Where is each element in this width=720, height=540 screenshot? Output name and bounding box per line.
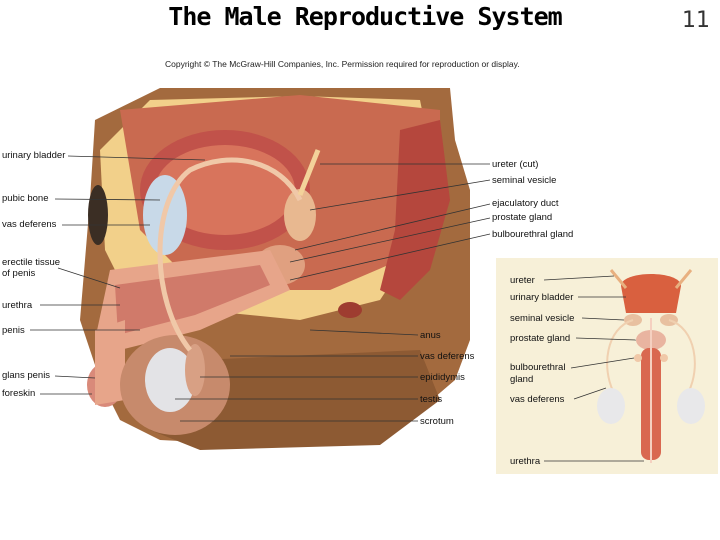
seminal-vesicle bbox=[284, 189, 316, 241]
inset-label-bulbourethral-2: gland bbox=[510, 374, 534, 385]
label-ejaculatory-duct: ejaculatory duct bbox=[492, 198, 559, 209]
label-penis: penis bbox=[2, 325, 25, 336]
erectile-tissue bbox=[115, 265, 270, 335]
inset-ureter-right bbox=[674, 269, 693, 289]
ureter-tube bbox=[297, 149, 321, 196]
label-urethra-left: urethra bbox=[2, 300, 33, 311]
testis bbox=[145, 348, 195, 412]
inset-label-prostate-gland: prostate gland bbox=[510, 333, 571, 344]
label-ureter: ureter (cut) bbox=[492, 159, 539, 170]
inset-label-bulbourethral-1: bulbourethral bbox=[510, 362, 566, 373]
inset-bulbourethral-right bbox=[660, 354, 668, 362]
right-leader-lines bbox=[175, 163, 491, 422]
page-number: 11 bbox=[682, 8, 710, 33]
inset-vas-left bbox=[606, 319, 634, 394]
inset-label-urinary-bladder: urinary bladder bbox=[510, 292, 574, 303]
epididymis bbox=[185, 344, 205, 396]
label-foreskin: foreskin bbox=[2, 388, 36, 399]
label-urinary-bladder: urinary bladder bbox=[2, 150, 66, 161]
label-testis: testis bbox=[420, 394, 443, 405]
label-epididymis: epididymis bbox=[420, 372, 465, 383]
label-anus: anus bbox=[420, 330, 441, 341]
label-pubic-bone: pubic bone bbox=[2, 193, 49, 204]
label-glans-penis: glans penis bbox=[2, 370, 51, 381]
label-prostate-gland: prostate gland bbox=[492, 212, 553, 223]
label-scrotum: scrotum bbox=[420, 416, 454, 427]
anus bbox=[338, 302, 362, 318]
inset-label-seminal-vesicle: seminal vesicle bbox=[510, 313, 575, 324]
left-leader-lines bbox=[30, 155, 206, 395]
label-bulbourethral-gland: bulbourethral gland bbox=[492, 229, 574, 240]
inset-bladder bbox=[621, 274, 681, 313]
pubic-hair bbox=[88, 185, 108, 245]
inset-frontal-view: ureter urinary bladder seminal vesicle p… bbox=[496, 258, 718, 474]
copyright-notice: Copyright © The McGraw-Hill Companies, I… bbox=[165, 59, 520, 69]
label-erectile-tissue-2: of penis bbox=[2, 268, 36, 279]
inset-vas-right bbox=[668, 319, 696, 394]
inset-label-ureter: ureter bbox=[510, 275, 535, 286]
inset-label-vas-deferens: vas deferens bbox=[510, 394, 565, 405]
label-vas-deferens-left: vas deferens bbox=[2, 219, 57, 230]
label-vas-deferens-right: vas deferens bbox=[420, 351, 475, 362]
inset-illustration bbox=[543, 269, 705, 463]
inset-testis-left bbox=[597, 388, 625, 424]
vas-deferens-tube bbox=[157, 157, 303, 352]
inset-bulbourethral-left bbox=[634, 354, 642, 362]
label-erectile-tissue-1: erectile tissue bbox=[2, 257, 61, 268]
inset-testis-right bbox=[677, 388, 705, 424]
inset-label-urethra: urethra bbox=[510, 456, 541, 467]
penis-down bbox=[95, 320, 125, 405]
inset-ureter-left bbox=[609, 269, 628, 289]
slide-title: The Male Reproductive System bbox=[168, 2, 562, 31]
inset-leader-lines bbox=[543, 275, 644, 462]
label-seminal-vesicle: seminal vesicle bbox=[492, 175, 557, 186]
